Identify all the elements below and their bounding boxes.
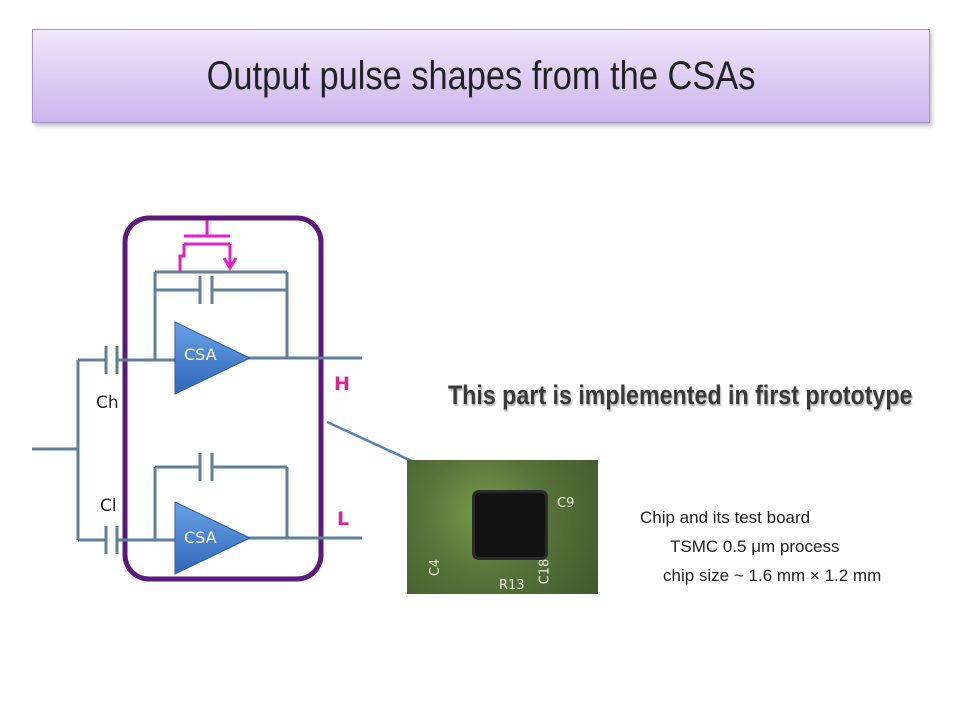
feedback-top: [153, 270, 289, 360]
csa-amplifier-bottom: [174, 501, 252, 575]
prototype-callout: This part is implemented in first protot…: [448, 380, 913, 410]
pcb-label: R13: [499, 578, 525, 593]
pcb-label: C18: [537, 558, 553, 585]
input-wiring: [32, 358, 106, 542]
title-banner: Output pulse shapes from the CSAs: [32, 29, 930, 123]
cap-label-cl: Cl: [100, 496, 117, 516]
cap-label-ch: Ch: [96, 393, 119, 413]
chip-package: [475, 493, 545, 557]
capacitor-cl: [104, 526, 177, 554]
description-line-2: TSMC 0.5 μm process: [670, 537, 840, 556]
output-wiring: [248, 356, 362, 540]
amp-label-top: CSA: [184, 345, 217, 364]
output-label-h: H: [334, 373, 350, 395]
amp-label-bottom: CSA: [184, 528, 217, 547]
pcb-label: C4: [428, 558, 444, 577]
slide-title: Output pulse shapes from the CSAs: [206, 53, 756, 98]
pcb-label: C9: [557, 496, 575, 511]
description-line-3: chip size ~ 1.6 mm × 1.2 mm: [663, 566, 882, 585]
csa-amplifier-top: [174, 321, 252, 395]
output-label-l: L: [337, 508, 350, 530]
capacitor-ch: [104, 346, 177, 374]
description-line-1: Chip and its test board: [640, 508, 810, 528]
csa-module-frame: [122, 215, 324, 582]
feedback-bottom: [153, 453, 289, 540]
description-text: Chip and its test board: [640, 508, 811, 527]
chip-board-photo: C9 C4 C18 R13: [407, 460, 598, 594]
feedback-fet: [178, 220, 238, 272]
